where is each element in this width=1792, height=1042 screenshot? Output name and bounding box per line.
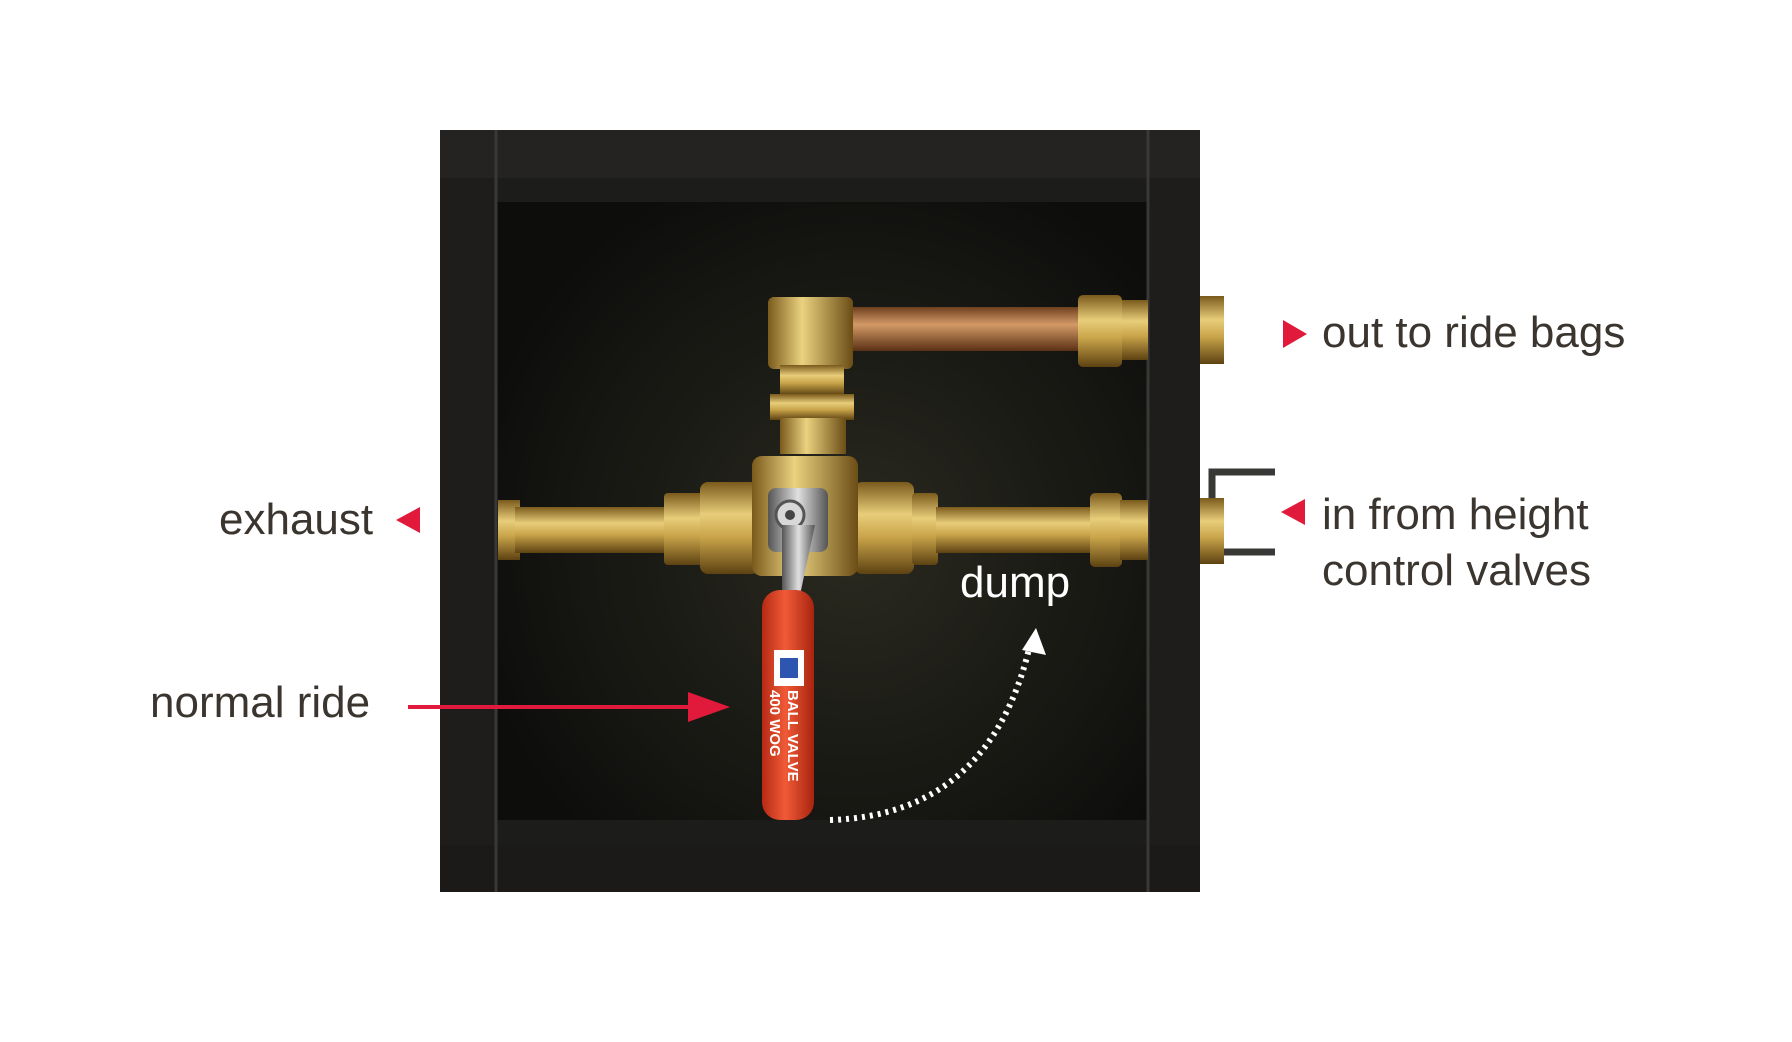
in-arrow-icon [1281,499,1305,525]
outlet-pipe [768,295,1224,454]
main-pipe [498,482,1224,574]
normal-ride-arrow [408,692,730,722]
dump-arrow [829,628,1046,823]
control-valves-label: control valves [1322,546,1592,595]
valve-handle[interactable]: BALL VALVE 400 WOG [762,590,814,820]
normal-ride-label: normal ride [150,678,371,727]
out-to-ride-bags-label: out to ride bags [1322,308,1626,357]
handle-text-line1: BALL VALVE [784,690,801,782]
ball-valve-body [752,456,858,595]
in-from-height-label: in from height [1322,490,1589,539]
exhaust-arrow-icon [396,507,420,533]
dump-label: dump [960,558,1071,607]
handle-text-line2: 400 WOG [766,690,783,757]
out-arrow-icon [1283,320,1307,348]
exhaust-label: exhaust [219,495,374,544]
